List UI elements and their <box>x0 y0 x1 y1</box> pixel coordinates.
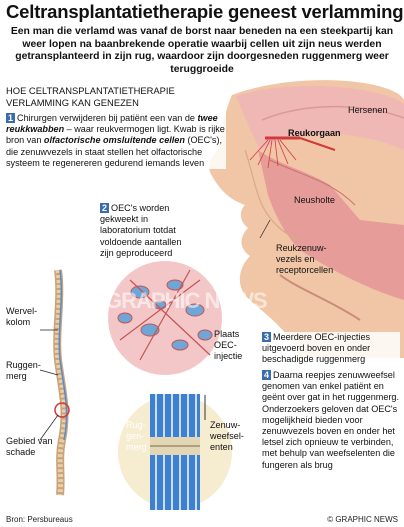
label-zenuwweefselenten: Zenuw- weefsel- enten <box>210 420 244 452</box>
step-number: 1 <box>6 113 16 123</box>
copyright: © GRAPHIC NEWS <box>327 515 398 524</box>
section-heading: HOE CELTRANSPLANTATIETHERAPIE VERLAMMING… <box>6 85 175 109</box>
step-number: 3 <box>262 332 272 342</box>
section-heading-line2: VERLAMMING KAN GENEZEN <box>6 97 139 108</box>
page-title: Celtransplantatietherapie geneest verlam… <box>6 1 404 22</box>
label-plaats-oec-injectie: Plaats OEC- injectie <box>214 329 243 361</box>
label-reukorgaan: Reukorgaan <box>288 128 341 138</box>
source-credit: Bron: Persbureaus <box>6 515 73 524</box>
step-4-text: Daarna reepjes zenuwweefsel genomen van … <box>262 370 400 470</box>
step-2-text: OEC's worden gekweekt in laboratorium to… <box>100 203 182 258</box>
label-ruggenmerg-detail: Rug- gen- merg <box>126 420 147 452</box>
section-heading-line1: HOE CELTRANSPLANTATIETHERAPIE <box>6 85 175 96</box>
head-illustration <box>209 80 404 358</box>
label-wervelkolom: Wervel- kolom <box>6 306 38 327</box>
step-3-text: Meerdere OEC-injecties uitgevoerd boven … <box>262 332 371 365</box>
intro-text: Een man die verlamd was vanaf de borst n… <box>10 26 394 75</box>
olfactory-nerve-graphic <box>249 136 336 169</box>
step-1-text-c: (OEC's), die zenuwvezels in staat stelle… <box>6 135 223 168</box>
step-1-em-a: twee reukkwabben <box>6 113 218 135</box>
spine-illustration <box>53 269 70 496</box>
step-number: 4 <box>262 370 272 380</box>
label-gebied-van-schade: Gebied van schade <box>6 436 53 457</box>
label-neusholte: Neusholte <box>294 195 335 205</box>
watermark-logo: GRAPHIC NEWS <box>105 288 268 313</box>
spinal-graft-circle <box>116 393 234 511</box>
label-hersenen: Hersenen <box>348 105 388 115</box>
step-1-em-b: olfactorische omsluitende cellen <box>43 135 185 146</box>
step-number: 2 <box>100 203 110 213</box>
label-ruggenmerg: Ruggen- merg <box>6 360 41 381</box>
leader-lines <box>39 219 271 441</box>
cells-culture-circle <box>106 259 224 377</box>
step-1-text-b: – waar reukvermogen ligt. Kwab is rijke … <box>6 124 225 146</box>
step-1-text-a: Chirurgen verwijderen bij patiënt een va… <box>17 113 198 123</box>
label-reukzenuwvezels: Reukzenuw- vezels en receptorcellen <box>276 243 334 275</box>
